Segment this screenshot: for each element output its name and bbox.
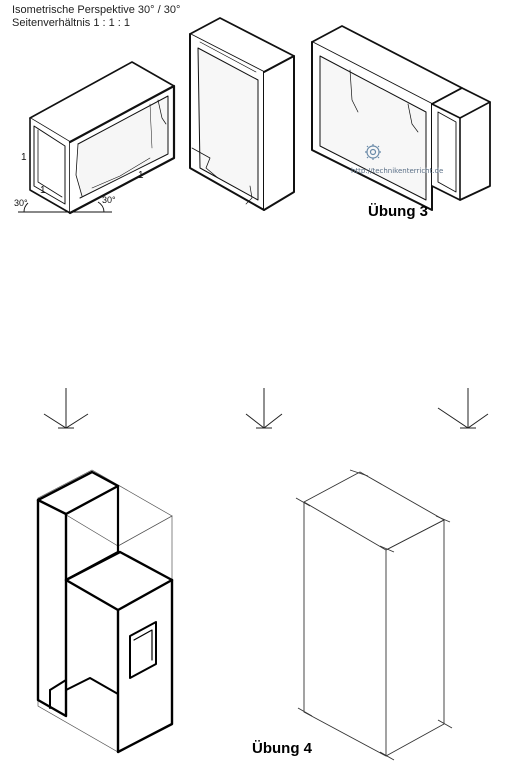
- dim-label-width: 1: [138, 170, 144, 181]
- angle-label-right: 30°: [102, 195, 116, 205]
- dim-label-depth: 1: [40, 185, 46, 196]
- exercise-4-label: Übung 4: [252, 740, 312, 757]
- matchbox-example: [29, 61, 176, 215]
- exercise-3-label: Übung 3: [368, 203, 428, 220]
- header-line-1: Isometrische Perspektive 30° / 30°: [12, 4, 181, 16]
- watermark-url: http://technikenterricht.de: [351, 167, 443, 175]
- axis-cross-left: [43, 388, 89, 429]
- watermark-gear-icon: [365, 144, 381, 160]
- axis-cross-middle: [245, 388, 283, 429]
- matchbox-opened: [311, 25, 491, 211]
- matchbox-upright: [189, 17, 295, 211]
- construction-box-right: [295, 469, 453, 761]
- construction-box-left: [37, 469, 173, 753]
- angle-label-left: 30°: [14, 198, 28, 208]
- axis-cross-right: [437, 388, 489, 429]
- chair-solid: [36, 470, 174, 754]
- header-line-2: Seitenverhältnis 1 : 1 : 1: [12, 17, 131, 29]
- dim-label-height: 1: [21, 152, 27, 163]
- dimension-lines: [18, 201, 112, 213]
